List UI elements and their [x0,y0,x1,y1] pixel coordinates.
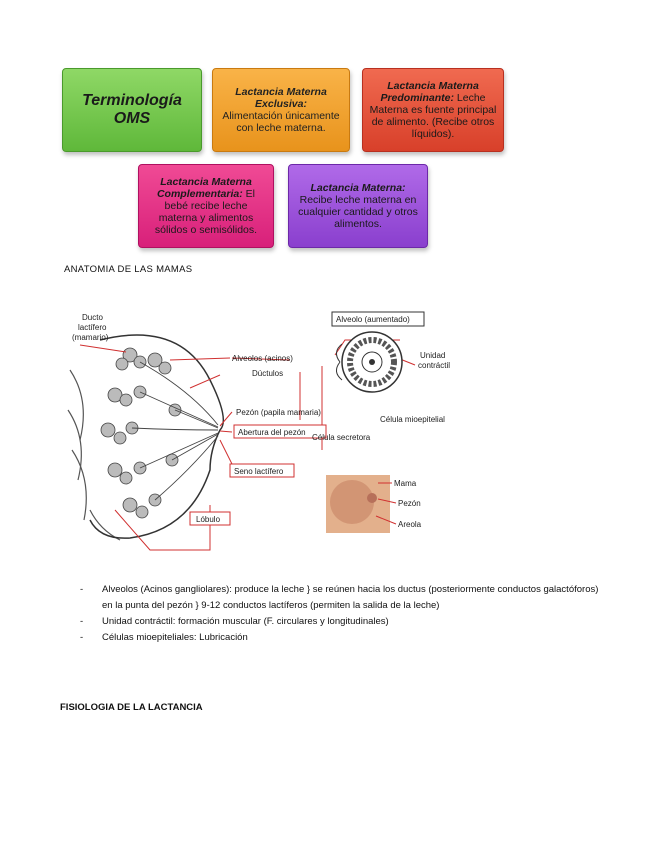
predominant-box: Lactancia Materna Predominante: Leche Ma… [362,68,504,152]
exclusive-text: Alimentación únicamente con leche matern… [222,110,340,135]
label-mama: Mama [394,479,417,488]
breast-photo-nipple [367,493,377,503]
label-areola: Areola [398,520,422,529]
predominant-text: Leche Materna es fuente principal de ali… [369,91,497,141]
ducts [131,361,219,501]
bullet-text: Células mioepiteliales: Lubricación [102,632,248,643]
predominant-heading: Lactancia Materna Predominante: [380,79,479,104]
complementary-content: Lactancia Materna Complementaria: El beb… [145,176,267,236]
physiology-heading: FISIOLOGIA DE LA LACTANCIA [60,702,203,713]
exclusive-heading: Lactancia Materna Exclusiva: [235,85,327,110]
anatomy-bullet-list: - Alveolos (Acinos gangliolares): produc… [80,582,610,646]
complementary-heading: Lactancia Materna Complementaria: [156,175,252,200]
breast-anatomy-diagram: Ducto lactífero (mamario) Alveolos (acin… [67,311,450,551]
label-contractil: contráctil [418,361,450,370]
lobulo-box [189,511,231,526]
rib-lines [67,369,121,541]
list-item: - Alveolos (Acinos gangliolares): produc… [80,582,610,614]
who-title: Terminología OMS [82,91,182,127]
bullet-text: Alveolos (Acinos gangliolares): produce … [102,584,599,611]
complementary-box: Lactancia Materna Complementaria: El beb… [138,164,274,248]
label-mamario: (mamario) [72,333,109,342]
label-unidad: Unidad [420,351,445,360]
anatomy-section-label: ANATOMIA DE LAS MAMAS [64,264,193,275]
alveolo-aumentado-box [331,311,425,327]
breast-photo-shape [330,480,374,524]
label-lobulo: Lóbulo [196,515,221,524]
maternal-box: Lactancia Materna: Recibe leche materna … [288,164,428,248]
label-pezon: Pezón [398,499,421,508]
bullet-marker: - [80,632,84,643]
label-seno: Seno lactífero [234,467,284,476]
abertura-box [233,424,327,439]
complementary-text: El bebé recibe leche materna y alimentos… [154,187,258,237]
seno-box [229,463,295,478]
label-abertura: Abertura del pezón [238,428,306,437]
alveolus-inset [336,331,403,393]
label-celula-sec: Célula secretora [312,433,371,442]
list-item: - Células mioepiteliales: Lubricación [80,630,610,646]
label-celula-mio: Célula mioepitelial [380,415,445,424]
exclusive-box: Lactancia Materna Exclusiva: Alimentació… [212,68,350,152]
label-lactifero: lactífero [78,323,107,332]
label-ducto: Ducto [82,313,103,322]
maternal-text: Recibe leche materna en cualquier cantid… [298,193,418,231]
predominant-content: Lactancia Materna Predominante: Leche Ma… [369,80,497,140]
lobule-clusters [100,347,182,519]
label-ductulos: Dúctulos [252,369,283,378]
list-item: - Unidad contráctil: formación muscular … [80,614,610,630]
maternal-heading: Lactancia Materna: [310,181,406,194]
label-alveolos: Alveolos (acinos) [232,354,293,363]
bullet-text: Unidad contráctil: formación muscular (F… [102,616,389,627]
who-title-box: Terminología OMS [62,68,202,152]
label-alveolo-aumentado: Alveolo (aumentado) [336,315,410,324]
photo-leader-lines [375,482,397,525]
breast-outline [89,334,225,539]
label-pezon-papila: Pezón (papila mamaria) [236,408,321,417]
who-terminology-graphic: Terminología OMS Lactancia Materna Exclu… [60,66,508,250]
bullet-marker: - [80,584,84,595]
bullet-marker: - [80,616,84,627]
